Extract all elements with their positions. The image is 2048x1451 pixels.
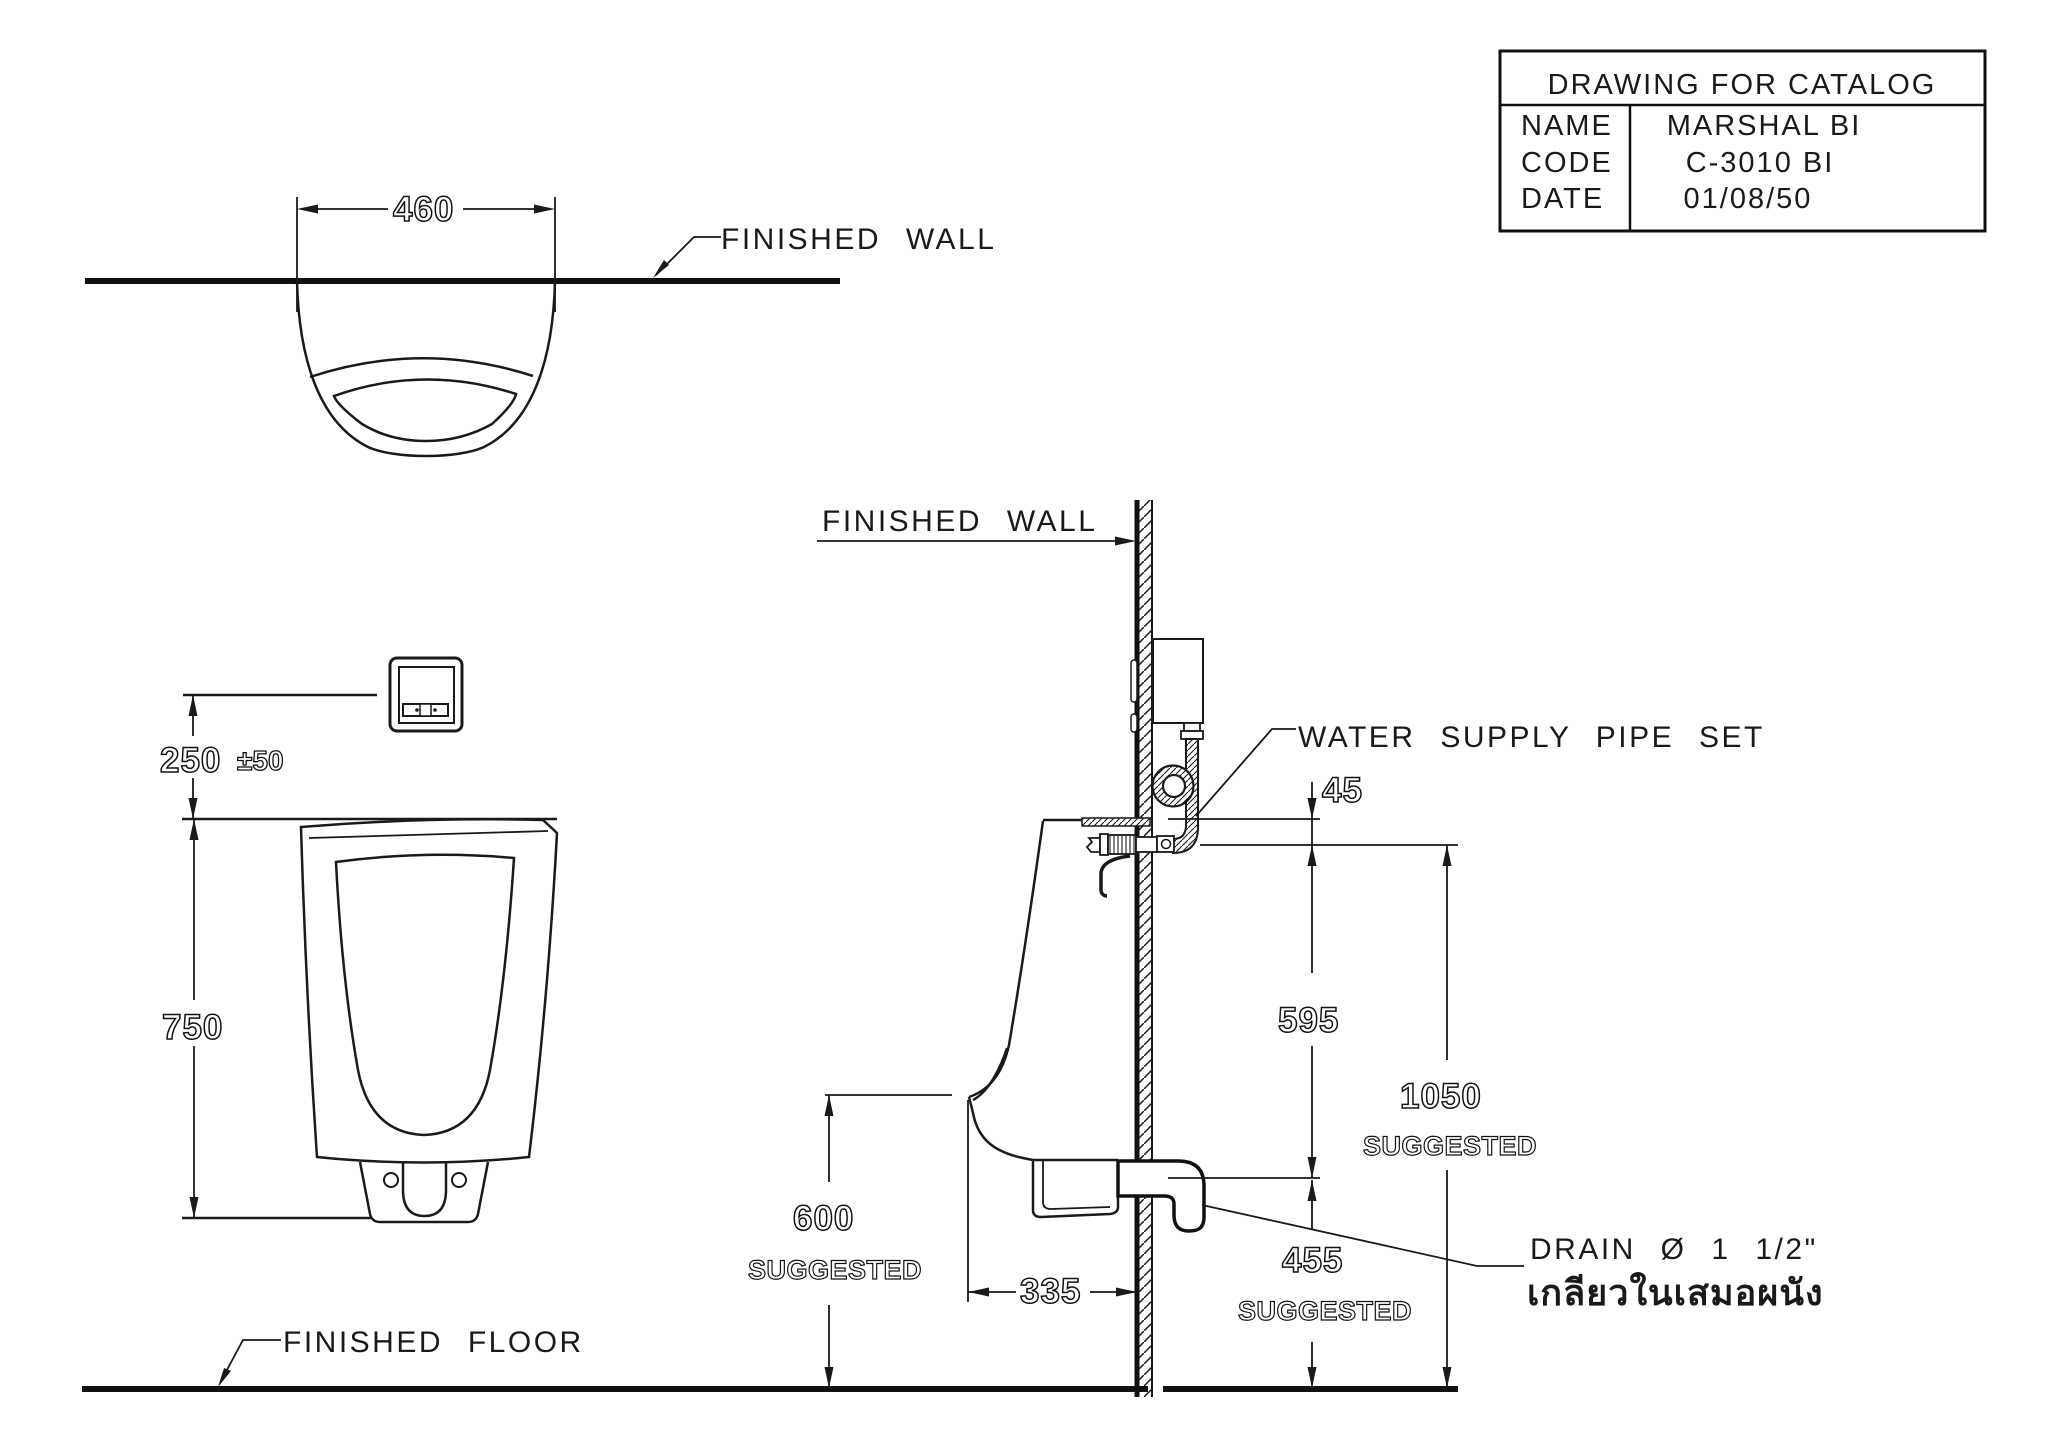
arrowhead bbox=[297, 204, 318, 214]
leader-line bbox=[1201, 1204, 1524, 1267]
flush-plate-dot bbox=[415, 708, 419, 712]
leader-line bbox=[1195, 728, 1296, 817]
arrowhead bbox=[653, 260, 669, 278]
leader-line bbox=[655, 236, 721, 276]
front-bracket bbox=[358, 1161, 490, 1224]
arrowhead bbox=[1115, 536, 1136, 546]
dim-drain-height-note: SUGGESTED bbox=[1238, 1296, 1412, 1326]
arrowhead bbox=[1307, 1157, 1317, 1178]
dim-top-width: 460 bbox=[393, 190, 454, 229]
arrowhead bbox=[1442, 1367, 1452, 1388]
flush-plate-dot bbox=[433, 708, 437, 712]
title-row-date-value: 01/08/50 bbox=[1684, 183, 1813, 215]
inlet-thread bbox=[1107, 834, 1137, 855]
title-row-name-label: NAME bbox=[1521, 110, 1613, 142]
dim-supply-offset: 45 bbox=[1322, 771, 1363, 810]
wall-hatch bbox=[1139, 500, 1151, 1397]
arrowhead bbox=[968, 1287, 989, 1297]
drain-label: DRAIN Ø 1 1/2" bbox=[1530, 1233, 1818, 1266]
dim-drain-height: 455 bbox=[1282, 1241, 1343, 1280]
pipe-nut bbox=[1180, 730, 1204, 740]
mount-hole bbox=[451, 1172, 467, 1188]
arrowhead bbox=[1307, 1367, 1317, 1388]
wall-clip bbox=[1130, 659, 1138, 703]
flush-valve-box bbox=[1152, 638, 1204, 724]
dim-front-clearance: 600 bbox=[793, 1199, 854, 1238]
title-block-title: DRAWING FOR CATALOG bbox=[1548, 69, 1937, 101]
title-row-name-value: MARSHAL BI bbox=[1667, 110, 1862, 142]
dim-rim-height: 1050 bbox=[1400, 1077, 1482, 1116]
top-view-outer-bowl bbox=[295, 280, 557, 458]
finished-wall-side-label: FINISHED WALL bbox=[822, 505, 1097, 538]
arrowhead bbox=[189, 819, 199, 840]
dim-front-height: 750 bbox=[162, 1008, 223, 1047]
side-trap-box bbox=[1031, 1160, 1120, 1219]
arrowhead bbox=[188, 695, 198, 716]
side-lower-lip bbox=[967, 1096, 1034, 1162]
arrowhead bbox=[824, 1095, 834, 1116]
arrowhead bbox=[1307, 1180, 1317, 1201]
front-outline bbox=[299, 818, 559, 1164]
dim-front-clearance-note: SUGGESTED bbox=[748, 1255, 922, 1285]
arrowhead bbox=[218, 1368, 231, 1387]
finished-wall-top-label: FINISHED WALL bbox=[721, 223, 996, 256]
front-view: 250 ±50 750 bbox=[159, 656, 559, 1224]
top-view-bowl-opening bbox=[332, 378, 518, 443]
drain-elbow bbox=[1116, 1159, 1206, 1233]
title-block-border bbox=[1498, 49, 1987, 233]
arrowhead bbox=[188, 798, 198, 819]
inlet-shank bbox=[1135, 836, 1158, 853]
supply-hose bbox=[1172, 738, 1199, 855]
title-row-date-label: DATE bbox=[1521, 183, 1604, 215]
finished-floor-label: FINISHED FLOOR bbox=[283, 1326, 584, 1359]
water-supply-label: WATER SUPPLY PIPE SET bbox=[1298, 721, 1765, 754]
title-row-code-value: C-3010 BI bbox=[1686, 147, 1835, 179]
wall-clip bbox=[1130, 713, 1138, 733]
side-front-face bbox=[968, 820, 1045, 1099]
top-view: 460 FINISHED WALL bbox=[85, 189, 996, 458]
side-trap-inner bbox=[1042, 1160, 1111, 1210]
dim-rim-height-note: SUGGESTED bbox=[1363, 1131, 1537, 1161]
dim-inlet-height: 250 bbox=[160, 741, 221, 780]
front-drain-u bbox=[401, 1162, 448, 1218]
pipe-fitting bbox=[1183, 722, 1201, 732]
hanger-hook bbox=[1099, 854, 1131, 898]
arrowhead bbox=[824, 1367, 834, 1388]
hose-loop-inner bbox=[1161, 773, 1187, 799]
title-row-code-label: CODE bbox=[1521, 147, 1613, 179]
dim-depth: 335 bbox=[1020, 1272, 1081, 1311]
dim-inlet-tolerance: ±50 bbox=[237, 745, 284, 776]
arrowhead bbox=[1307, 845, 1317, 866]
inlet-pipe-break bbox=[1085, 837, 1101, 853]
front-rim-edge bbox=[308, 830, 549, 839]
arrowhead bbox=[534, 204, 555, 214]
drain-label-thai: เกลียวในเสมอผนัง bbox=[1527, 1271, 1824, 1313]
arrowhead bbox=[189, 1197, 199, 1218]
flush-plate-button bbox=[419, 703, 432, 717]
arrowhead bbox=[1442, 845, 1452, 866]
mount-hole bbox=[383, 1172, 399, 1188]
inlet-valve-wheel bbox=[1160, 838, 1172, 850]
front-inner-rim bbox=[334, 853, 516, 1137]
inlet-washer bbox=[1099, 833, 1109, 856]
flush-plate bbox=[388, 656, 464, 733]
leader-line bbox=[220, 1339, 281, 1382]
title-block: DRAWING FOR CATALOG NAME MARSHAL BI CODE… bbox=[1498, 49, 1987, 233]
arrowhead bbox=[1307, 798, 1317, 819]
mount-flange bbox=[1081, 817, 1151, 827]
side-view: FINISHED WALL bbox=[82, 500, 1824, 1397]
top-view-rim-arc bbox=[309, 357, 534, 379]
side-lip-inner bbox=[972, 1047, 1009, 1102]
arrowhead bbox=[1116, 1287, 1137, 1297]
dim-rim-to-drain: 595 bbox=[1278, 1001, 1339, 1040]
